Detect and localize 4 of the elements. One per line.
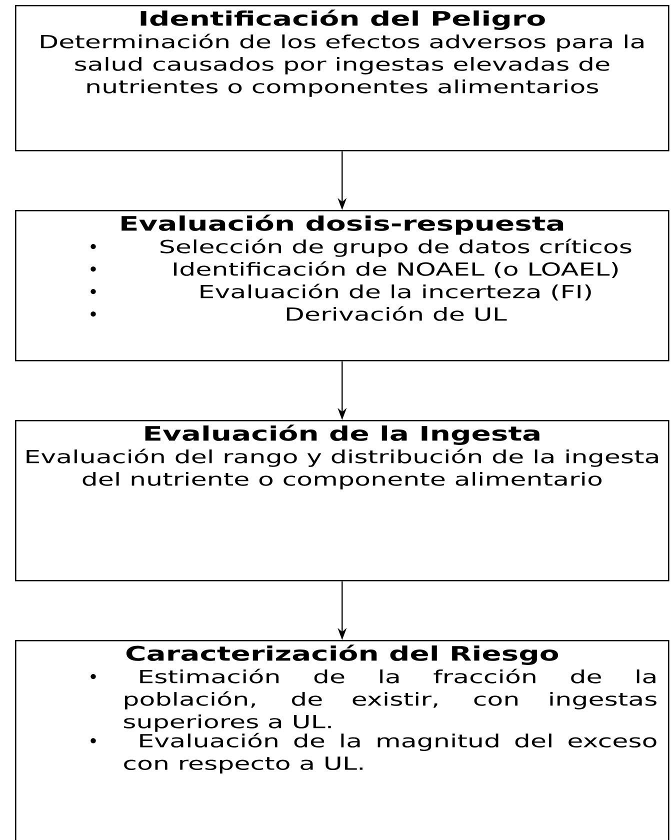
process-box: Evaluación dosis-respuesta Selección de grupo de datos críticos Identificación de NOAEL (o LOAEL) Evaluación de la incerteza (FI) Derivación de UL — [15, 210, 670, 362]
process-box: Identificación del Peligro Determinación de los efectos adversos para la salud causados por ingestas elevadas de nutrientes o componentes alimentarios — [15, 5, 670, 152]
process-box: Evaluación de la Ingesta Evaluación del rango y distribución de la ingesta del nutriente o componente alimentario — [15, 420, 670, 582]
process-box: Caracterización del Riesgo Estimación de la fracción de la población, de existir, con ingestas superiores a UL. Evaluación de la magnitud del exceso con respecto a UL. — [15, 640, 670, 840]
